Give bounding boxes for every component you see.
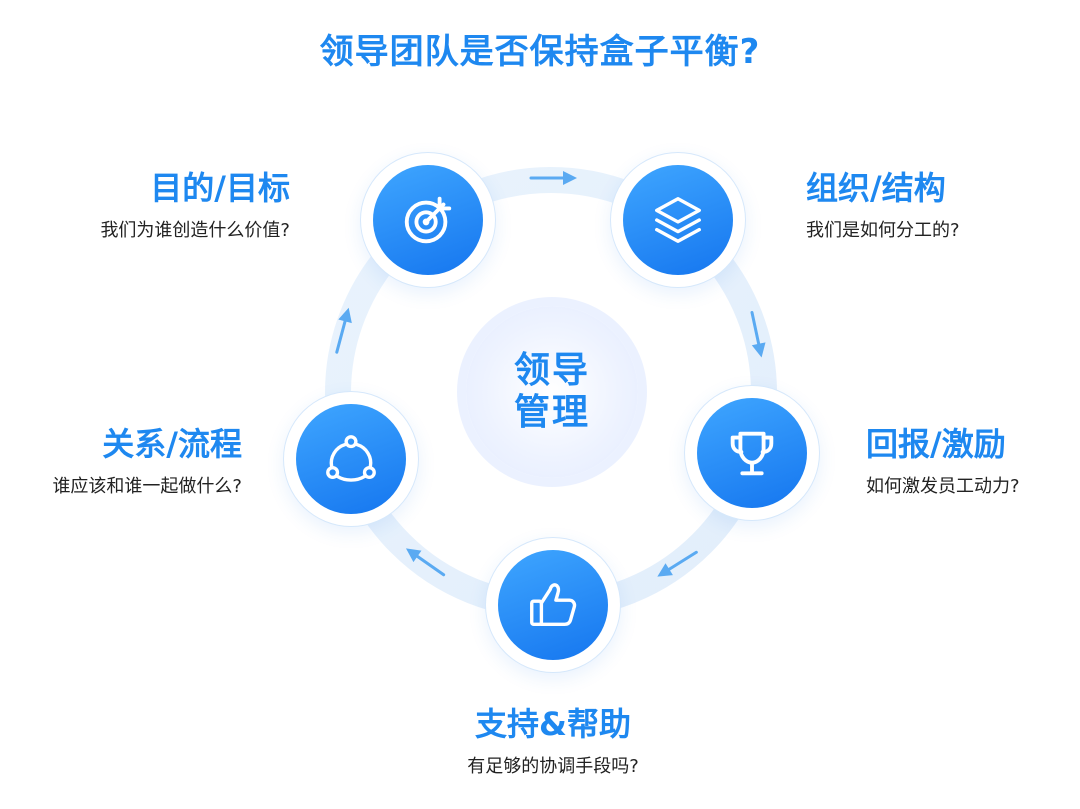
label-organization: 组织/结构 我们是如何分工的? <box>806 168 1066 244</box>
flow-arrow <box>750 311 766 358</box>
label-relationship: 关系/流程 谁应该和谁一起做什么? <box>6 424 242 500</box>
flow-arrow <box>335 307 352 354</box>
node-purpose <box>373 165 483 275</box>
label-relationship-question: 谁应该和谁一起做什么? <box>52 476 242 497</box>
label-organization-question: 我们是如何分工的? <box>806 220 960 241</box>
node-organization <box>623 165 733 275</box>
label-reward-question: 如何激发员工动力? <box>866 476 1020 497</box>
node-reward <box>697 398 807 508</box>
label-support: 支持&帮助 有足够的协调手段吗? <box>403 704 703 780</box>
label-purpose: 目的/目标 我们为谁创造什么价值? <box>40 168 290 244</box>
page-title: 领导团队是否保持盒子平衡? <box>319 32 761 72</box>
node-support <box>498 550 608 660</box>
center-line-2: 管理 <box>513 392 590 433</box>
target-icon <box>404 196 452 244</box>
label-reward: 回报/激励 如何激发员工动力? <box>866 424 1076 500</box>
label-organization-heading: 组织/结构 <box>806 169 946 207</box>
flow-arrow <box>529 171 577 185</box>
network-icon <box>326 435 376 482</box>
thumbs-up-icon <box>530 583 577 627</box>
label-purpose-question: 我们为谁创造什么价值? <box>100 220 290 241</box>
label-purpose-heading: 目的/目标 <box>150 169 290 207</box>
label-support-heading: 支持&帮助 <box>475 705 631 743</box>
center-core: 领导 管理 <box>466 306 638 478</box>
layers-icon <box>655 197 701 243</box>
trophy-icon <box>730 431 774 476</box>
center-line-1: 领导 <box>513 350 590 391</box>
flow-arrow <box>405 548 446 577</box>
label-support-question: 有足够的协调手段吗? <box>467 756 639 777</box>
flow-arrow <box>657 550 698 577</box>
label-reward-heading: 回报/激励 <box>866 425 1006 463</box>
label-relationship-heading: 关系/流程 <box>102 425 242 463</box>
node-relationship <box>296 404 406 514</box>
